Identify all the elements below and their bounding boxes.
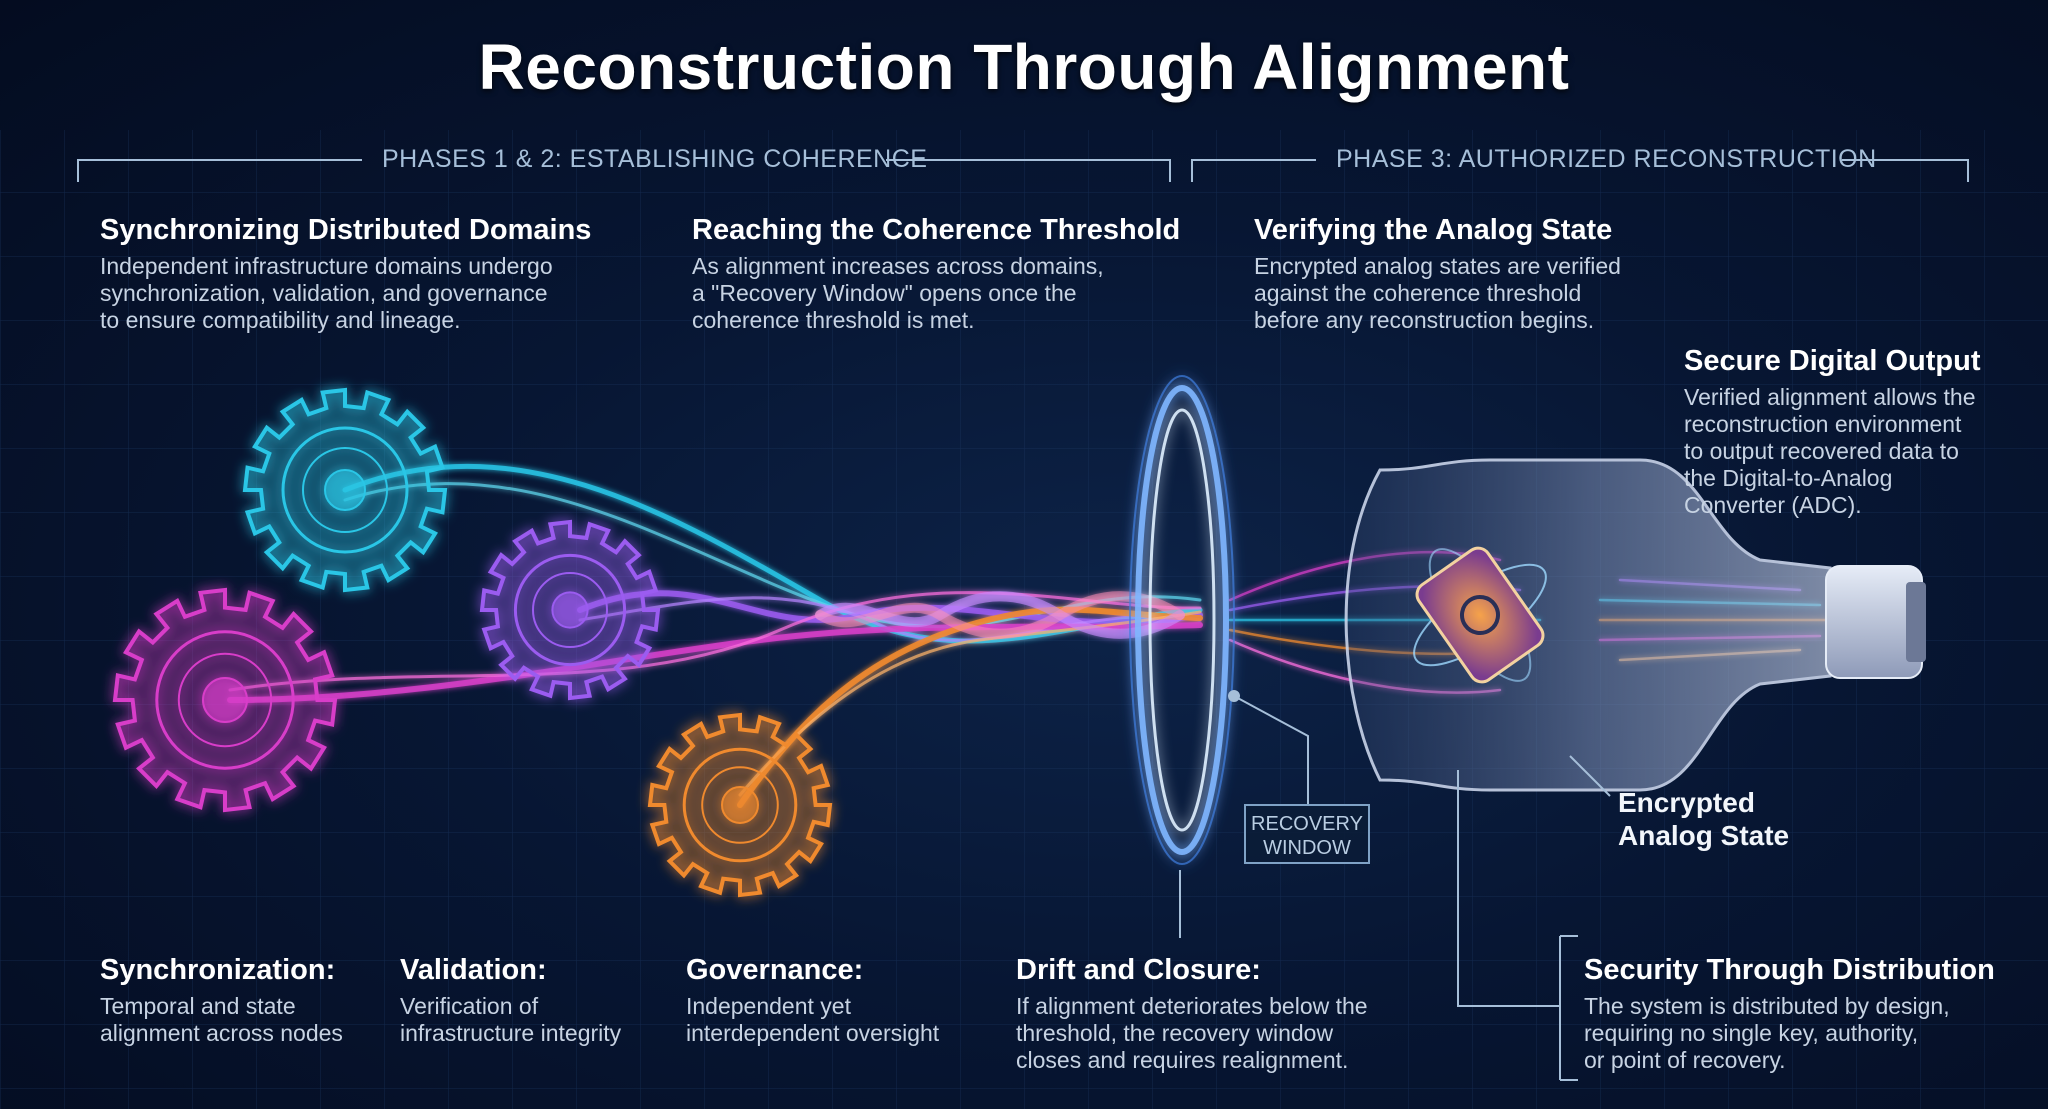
- phase1-bracket-right: [886, 159, 1171, 182]
- phase-label-reconstruction: PHASE 3: AUTHORIZED RECONSTRUCTION: [1336, 145, 1877, 173]
- section-heading: Reaching the Coherence Threshold: [692, 214, 1181, 246]
- recovery-window-leader: [1233, 695, 1309, 804]
- section-heading: Verifying the Analog State: [1254, 214, 1613, 246]
- section-governance: Governance: Independent yet interdepende…: [686, 954, 939, 1047]
- section-body: Verification of infrastructure integrity: [400, 993, 622, 1046]
- encrypted-analog-state-label: Encrypted Analog State: [1618, 787, 1790, 851]
- recovery-window-ring: [1129, 375, 1235, 865]
- gear-orange-icon: [647, 712, 833, 898]
- encrypted-state-leader: [1569, 755, 1611, 797]
- section-body: Verified alignment allows the reconstruc…: [1684, 384, 1976, 518]
- phase-brackets: [77, 159, 1969, 182]
- gear-magenta-icon: [112, 587, 338, 813]
- section-drift-closure: Drift and Closure: If alignment deterior…: [1016, 954, 1368, 1074]
- phase1-bracket-left: [77, 159, 362, 182]
- section-body: Independent infrastructure domains under…: [100, 253, 553, 333]
- section-body: The system is distributed by design, req…: [1584, 993, 1950, 1073]
- section-heading: Validation:: [400, 954, 547, 986]
- section-validation: Validation: Verification of infrastructu…: [400, 954, 621, 1047]
- section-coherence-threshold: Reaching the Coherence Threshold As alig…: [692, 214, 1180, 334]
- section-body: Encrypted analog states are verified aga…: [1254, 253, 1621, 333]
- encrypted-analog-chip: [1413, 546, 1547, 684]
- section-body: As alignment increases across domains, a…: [692, 253, 1104, 333]
- section-body: Independent yet interdependent oversight: [686, 993, 940, 1046]
- leader-lines: [1179, 690, 1611, 1081]
- phase3-bracket-left: [1191, 159, 1316, 182]
- gear-cyan-icon: [242, 387, 448, 593]
- phase3-bracket-right: [1842, 159, 1969, 182]
- section-sync-domains: Synchronizing Distributed Domains Indepe…: [100, 214, 591, 334]
- recovery-window-label: RECOVERY WINDOW: [1244, 804, 1370, 864]
- gears-group: [112, 387, 833, 898]
- reconstruction-chamber: [1344, 458, 1926, 792]
- section-body: If alignment deteriorates below the thre…: [1016, 993, 1368, 1073]
- section-heading: Synchronizing Distributed Domains: [100, 214, 592, 246]
- section-verify-analog: Verifying the Analog State Encrypted ana…: [1254, 214, 1621, 334]
- security-leader: [1457, 770, 1560, 1007]
- section-heading: Governance:: [686, 954, 864, 986]
- gear-purple-icon: [479, 519, 661, 701]
- section-secure-output: Secure Digital Output Verified alignment…: [1684, 345, 1980, 519]
- section-security-distribution: Security Through Distribution The system…: [1584, 954, 1995, 1074]
- section-heading: Drift and Closure:: [1016, 954, 1261, 986]
- phase-label-coherence: PHASES 1 & 2: ESTABLISHING COHERENCE: [382, 145, 928, 173]
- section-heading: Secure Digital Output: [1684, 345, 1981, 377]
- section-synchronization: Synchronization: Temporal and state alig…: [100, 954, 343, 1047]
- page-title: Reconstruction Through Alignment: [478, 31, 1570, 103]
- section-heading: Synchronization:: [100, 954, 336, 986]
- section-body: Temporal and state alignment across node…: [100, 993, 343, 1046]
- section-heading: Security Through Distribution: [1584, 954, 1995, 986]
